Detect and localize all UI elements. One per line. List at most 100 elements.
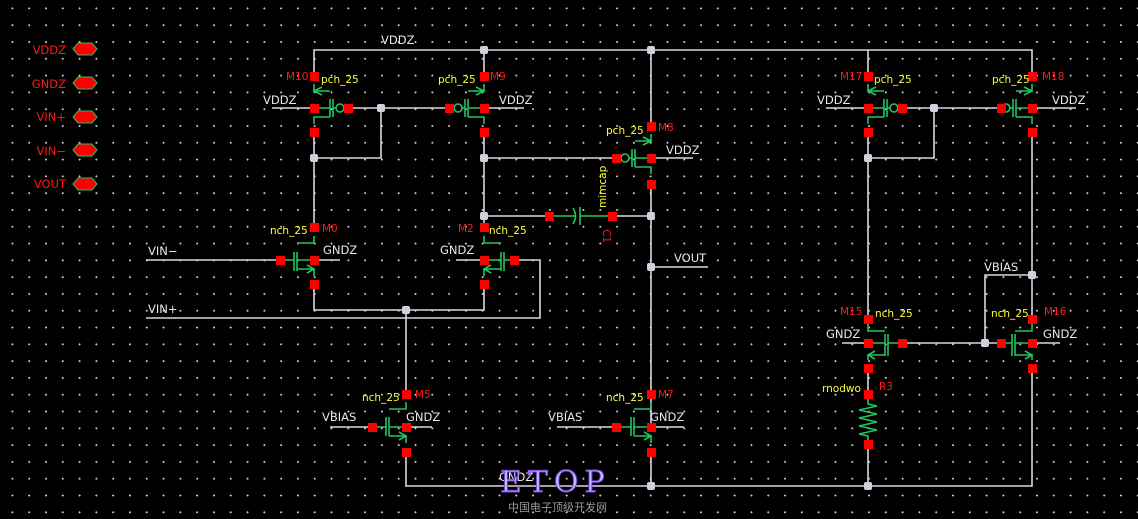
pmos-symbol-icon <box>312 84 336 124</box>
watermark-title: ETOP <box>500 465 611 500</box>
io-pin-label: VIN− <box>37 144 67 158</box>
device-m8[interactable]: M8 pch_25 VDDZ <box>606 122 700 189</box>
bulk-label: VDDZ <box>263 93 297 107</box>
junction-dot <box>480 46 488 54</box>
bulk-label: VDDZ <box>499 93 533 107</box>
cell-name: rnodwo <box>822 383 861 395</box>
instance-name: M8 <box>658 122 674 134</box>
cell-name: nch_25 <box>362 392 400 404</box>
watermark-subtitle: 中国电子顶级开发网 <box>508 500 607 514</box>
gate-bubble-icon <box>335 103 345 113</box>
instance-name: M9 <box>490 71 506 83</box>
junction-dot <box>647 263 655 271</box>
instance-name: M16 <box>1044 306 1067 318</box>
bulk-label: VDDZ <box>817 93 851 107</box>
bulk-label: GNDZ <box>406 410 440 424</box>
device-m10[interactable]: M10 pch_25 VDDZ <box>263 71 359 137</box>
cell-name: nch_25 <box>875 308 913 320</box>
gate-label: VBIAS <box>548 410 582 424</box>
instance-name: M2 <box>458 223 474 235</box>
instance-name: M17 <box>840 71 862 83</box>
device-m18[interactable]: M18 pch_25 VDDZ <box>992 71 1086 137</box>
pmos-symbol-icon <box>1010 84 1034 124</box>
net-label-vin-minus: VIN− <box>148 244 178 258</box>
io-pin-label: GNDZ <box>32 77 66 91</box>
net-label-vin-plus: VIN+ <box>148 302 178 316</box>
junction-dot <box>647 46 655 54</box>
gate-bubble-icon <box>620 153 630 163</box>
junction-dot <box>310 154 318 162</box>
junction-dot <box>480 154 488 162</box>
pmos-symbol-icon <box>866 84 890 124</box>
net-label-vout: VOUT <box>674 251 707 265</box>
io-pin-vin-plus[interactable]: VIN+ <box>37 110 98 124</box>
instance-name: R3 <box>879 381 893 393</box>
net-label-vddz: VDDZ <box>381 33 415 47</box>
device-m17[interactable]: M17 pch_25 VDDZ <box>817 71 912 137</box>
bulk-label: GNDZ <box>1043 327 1077 341</box>
junction-dot <box>864 154 872 162</box>
cell-name: mimcap <box>597 165 609 208</box>
gate-bubble-icon <box>889 103 899 113</box>
bulk-label: GNDZ <box>323 243 357 257</box>
cell-name: pch_25 <box>992 74 1030 86</box>
io-pin-label: VOUT <box>34 177 67 191</box>
cell-name: nch_25 <box>991 308 1029 320</box>
instance-name: M10 <box>286 71 308 83</box>
nmos-symbol-icon <box>482 236 514 276</box>
device-m9[interactable]: M9 pch_25 VDDZ <box>438 71 533 137</box>
instance-name: M7 <box>658 389 674 401</box>
io-pin-vddz[interactable]: VDDZ <box>33 42 98 57</box>
wire[interactable] <box>868 108 935 159</box>
cell-name: nch_25 <box>489 225 527 237</box>
junction-dot <box>480 212 488 220</box>
gate-bubble-icon <box>453 103 463 113</box>
io-pin-vin-minus[interactable]: VIN− <box>37 143 98 158</box>
io-pin-icon <box>72 42 98 56</box>
io-pin-icon <box>72 76 98 90</box>
capacitor-symbol-icon <box>553 207 608 225</box>
junction-dot <box>930 104 938 112</box>
device-m5[interactable]: M5 nch_25 GNDZ VBIAS <box>322 389 440 457</box>
bulk-label: GNDZ <box>826 327 860 341</box>
bulk-label: GNDZ <box>650 410 684 424</box>
cell-name: pch_25 <box>874 74 912 86</box>
io-pin-vout[interactable]: VOUT <box>34 177 98 191</box>
io-pin-label: VIN+ <box>37 110 67 124</box>
bulk-label: VDDZ <box>1052 93 1086 107</box>
bulk-label: VDDZ <box>666 143 700 157</box>
io-pin-gndz[interactable]: GNDZ <box>32 76 98 91</box>
device-m15[interactable]: M15 nch_25 GNDZ <box>826 306 913 373</box>
instance-name: M15 <box>840 306 862 318</box>
device-c1[interactable]: mimcap C1 <box>545 165 617 243</box>
device-m16[interactable]: M16 nch_25 GNDZ <box>991 306 1077 373</box>
bulk-label: GNDZ <box>440 243 474 257</box>
device-m2[interactable]: M2 nch_25 GNDZ <box>440 223 527 289</box>
device-r3[interactable]: rnodwo R3 <box>822 381 893 449</box>
io-pin-icon <box>72 143 98 157</box>
wire-vddz-rail[interactable] <box>313 49 1033 76</box>
wire[interactable] <box>314 108 382 159</box>
net-label-gndz: GNDZ <box>499 470 533 484</box>
nmos-symbol-icon <box>866 320 898 360</box>
io-pin-label: VDDZ <box>33 43 67 57</box>
nmos-symbol-icon <box>1005 320 1034 360</box>
io-pin-icon <box>72 177 98 191</box>
wire-gndz-rail[interactable] <box>405 368 1033 487</box>
wire[interactable] <box>313 284 485 311</box>
watermark: ETOP 中国电子顶级开发网 <box>500 465 611 515</box>
instance-name: M18 <box>1042 71 1064 83</box>
instance-name: C1 <box>600 229 612 243</box>
pmos-symbol-icon <box>629 134 653 174</box>
device-m0[interactable]: M0 nch_25 GNDZ <box>270 223 357 289</box>
gate-label: VBIAS <box>322 410 356 424</box>
cell-name: pch_25 <box>606 125 644 137</box>
wire-vbias[interactable] <box>984 274 1032 343</box>
cell-name: pch_25 <box>438 74 476 86</box>
device-m7[interactable]: M7 nch_25 GNDZ VBIAS <box>548 389 684 457</box>
resistor-symbol-icon <box>858 398 878 442</box>
nmos-symbol-icon <box>284 236 316 276</box>
wire[interactable] <box>146 259 541 319</box>
